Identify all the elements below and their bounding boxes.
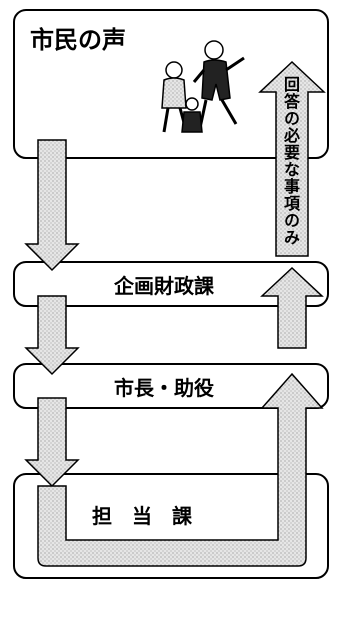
- department-label: 担 当 課: [92, 504, 192, 528]
- citizen-voice-title: 市民の声: [30, 26, 126, 54]
- up-arrow-2: [260, 266, 324, 349]
- up-arrow-1: [258, 60, 326, 257]
- planning-finance-label: 企画財政課: [114, 274, 214, 298]
- u-return-arrow: [37, 372, 324, 567]
- mayor-label: 市長・助役: [114, 376, 214, 400]
- mayor-box: [13, 363, 329, 409]
- planning-finance-box: [13, 261, 329, 307]
- answer-required-label: 回答の必要な事項のみ: [281, 76, 300, 246]
- down-arrow-1: [24, 139, 80, 272]
- family-people-icon: [161, 40, 245, 133]
- down-arrow-3: [24, 397, 80, 488]
- down-arrow-2: [24, 295, 80, 376]
